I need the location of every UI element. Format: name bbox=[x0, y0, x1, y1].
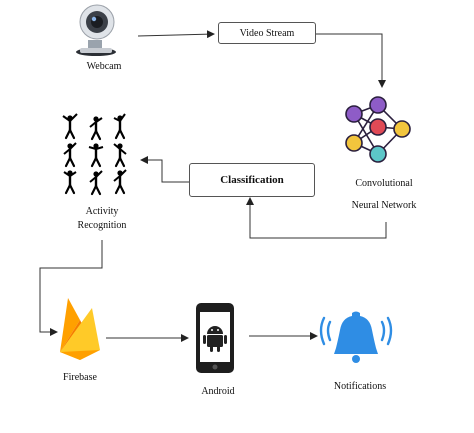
android-label: Android bbox=[201, 386, 235, 397]
notifications-label: Notifications bbox=[333, 381, 387, 392]
activity-label-line1: Activity bbox=[85, 206, 119, 217]
classification-label: Classification bbox=[220, 174, 284, 186]
arrow-activity-to-firebase bbox=[39, 240, 103, 336]
webcam-label: Webcam bbox=[86, 61, 122, 72]
arrow-webcam-to-stream bbox=[137, 30, 215, 39]
arrow-cnn-to-classification bbox=[246, 197, 387, 239]
video-stream-box: Video Stream bbox=[218, 22, 316, 44]
arrow-stream-to-cnn bbox=[316, 33, 386, 88]
classification-box: Classification bbox=[189, 163, 315, 197]
activity-label-line2: Recognition bbox=[77, 220, 127, 231]
firebase-label: Firebase bbox=[63, 372, 97, 383]
arrow-classification-to-activity bbox=[140, 156, 190, 183]
cnn-label-line2: Neural Network bbox=[351, 200, 417, 211]
cnn-label-line1: Convolutional bbox=[355, 178, 413, 189]
video-stream-label: Video Stream bbox=[239, 27, 295, 39]
